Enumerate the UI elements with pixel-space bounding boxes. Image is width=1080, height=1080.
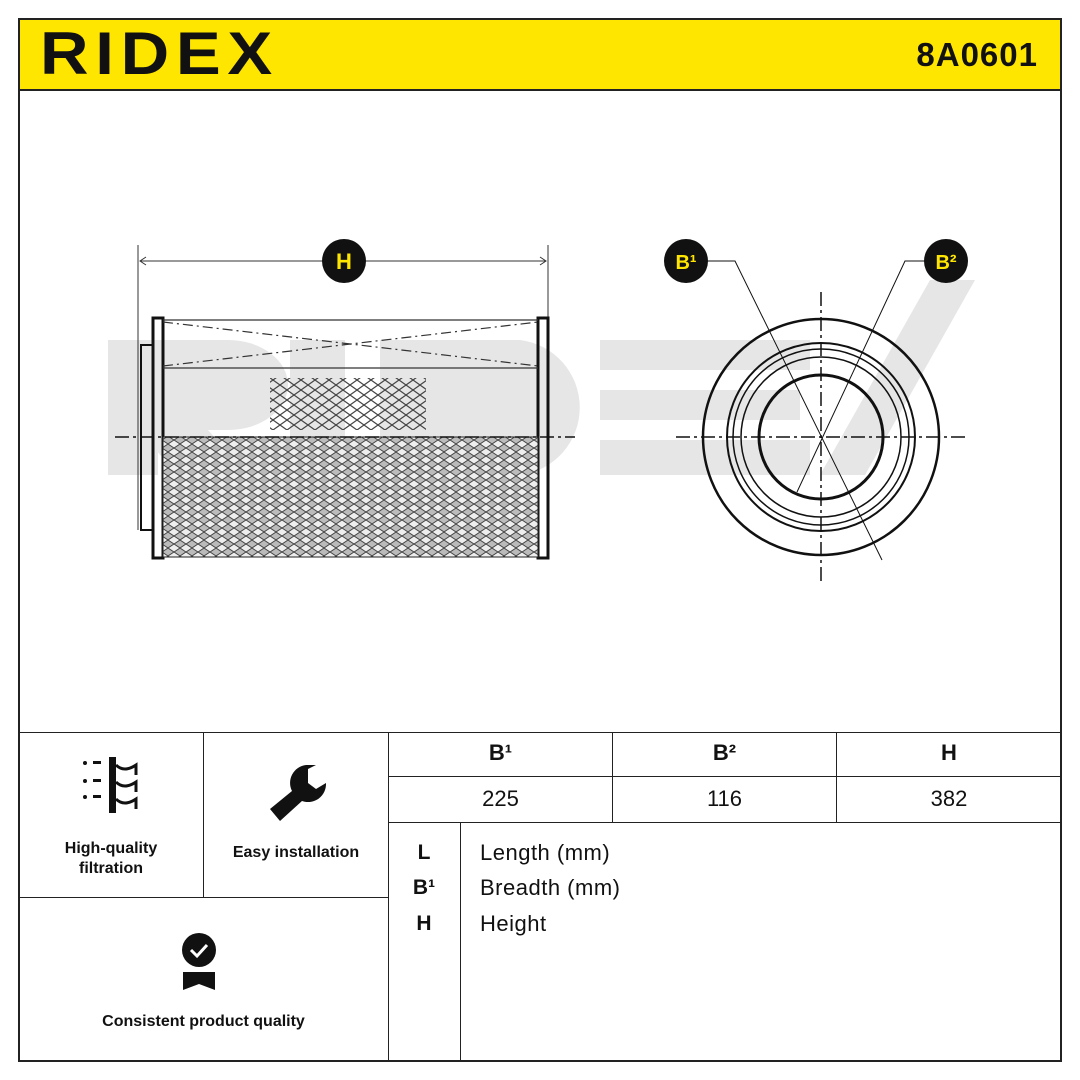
dim-header-h: H	[941, 740, 957, 765]
technical-drawing: H B¹ B²	[108, 239, 975, 582]
dim-label-b1: B¹	[675, 252, 696, 274]
legend-text: Length (mm)	[480, 840, 611, 865]
dim-header-b1: B¹	[488, 740, 513, 765]
dim-label-h: H	[336, 249, 352, 274]
part-number: 8A0601	[916, 36, 1038, 73]
legend-text: Breadth (mm)	[480, 875, 621, 900]
legend-text: Height	[480, 911, 547, 936]
legend-key: B¹	[412, 876, 436, 899]
legend-key: L	[417, 841, 431, 864]
dim-label-b2: B²	[935, 252, 956, 274]
feature-quality: Consistent product quality	[18, 897, 389, 1062]
inner-mesh	[270, 378, 426, 430]
header-bar: RIDEX 8A0601	[18, 18, 1062, 91]
ridex-logo: RIDEX	[40, 20, 279, 87]
feature-installation: Easy installation	[203, 732, 389, 898]
quality-badge-icon	[182, 933, 216, 990]
outer-mesh	[162, 436, 539, 558]
filter-icon	[83, 757, 138, 813]
dim-header-b2: B²	[712, 740, 737, 765]
legend-text-column	[460, 822, 1062, 1062]
dim-value-b1: 225	[482, 786, 519, 811]
feature-label: Easy installation	[232, 844, 360, 861]
wrench-icon	[270, 765, 327, 821]
dim-value-b2: 116	[706, 786, 743, 811]
legend-key: H	[416, 912, 432, 935]
dim-value-h: 382	[930, 786, 968, 811]
feature-label: Consistent product quality	[102, 1013, 305, 1030]
